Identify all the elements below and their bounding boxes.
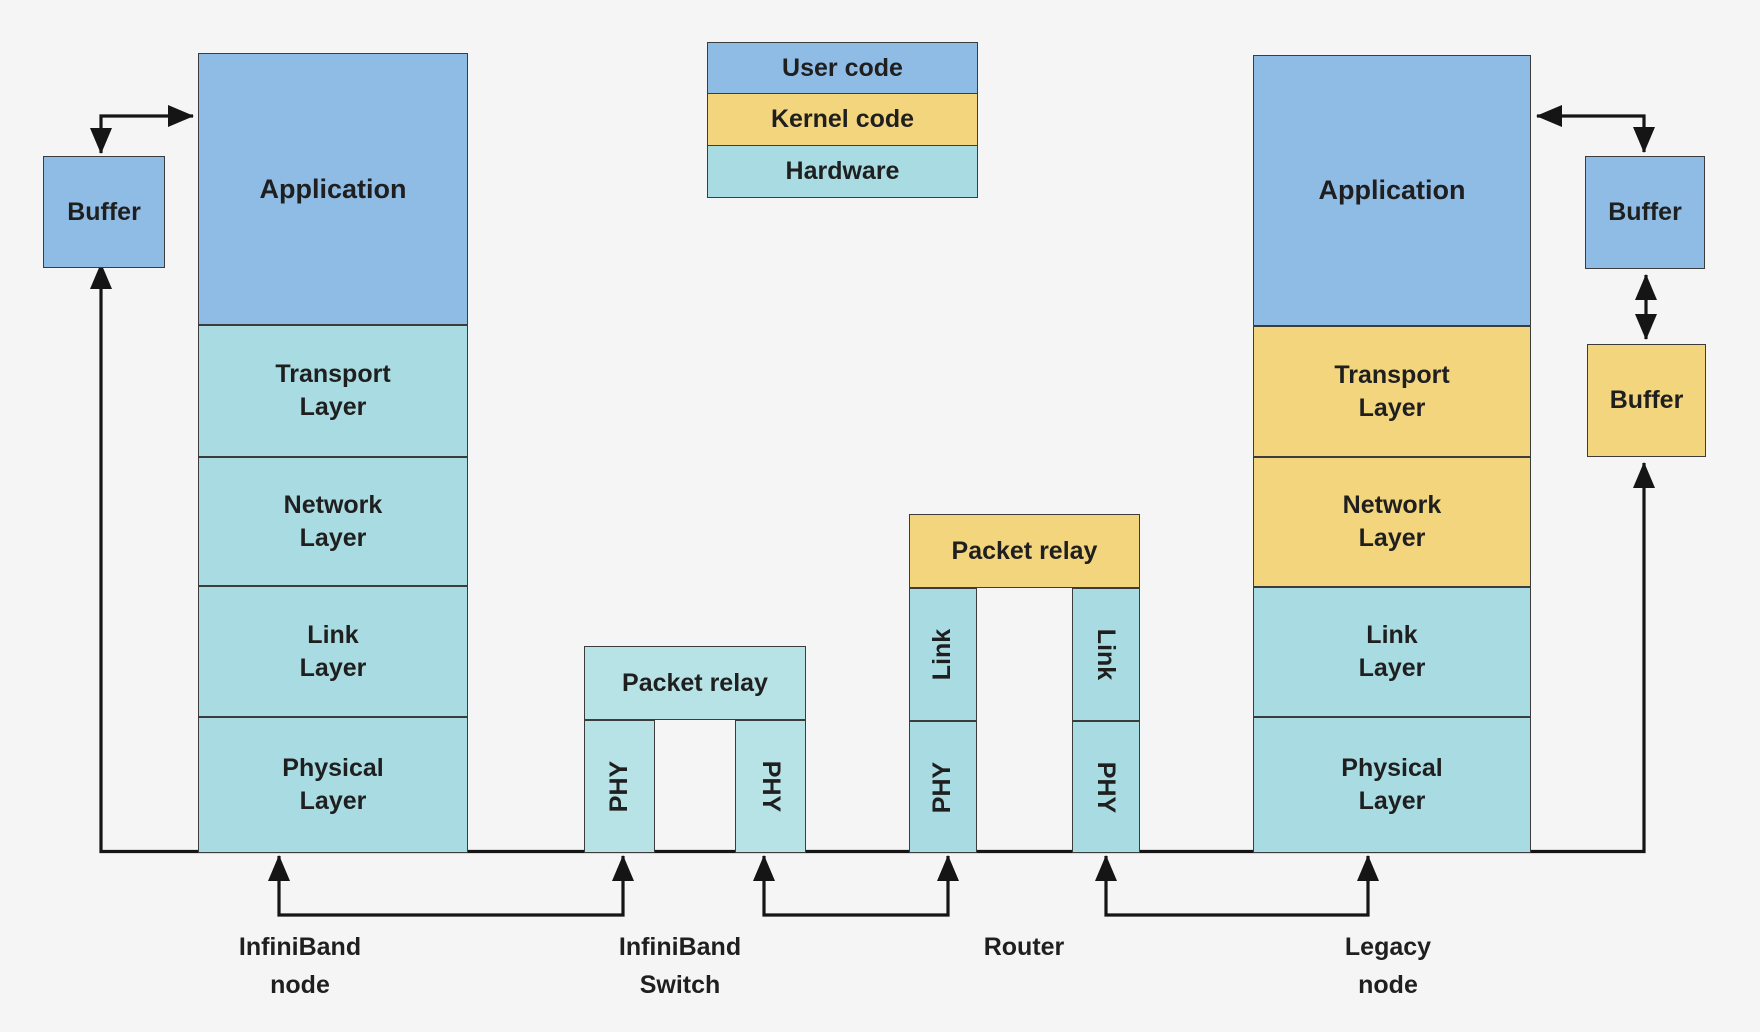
bracket-switch-to-router: [753, 855, 959, 917]
layer-label-line: Layer: [1358, 393, 1426, 422]
node-link-layer-box: Link Layer: [198, 586, 468, 717]
layer-label-line: Physical: [282, 754, 384, 782]
legend-kernel-code: Kernel code: [707, 94, 978, 146]
switch-phy-left-label: PHY: [605, 760, 633, 813]
router-link-right-box: Link: [1072, 588, 1140, 721]
node-network-layer-box: Network Layer: [198, 457, 468, 586]
router-phy-right-label: PHY: [1092, 761, 1121, 813]
layer-label-line: Network: [1342, 491, 1442, 519]
caption-router: Router: [894, 928, 1154, 966]
layer-label-line: Layer: [1358, 654, 1426, 682]
legacy-buffer-top-box: Buffer: [1585, 156, 1705, 269]
layer-label-line: Layer: [299, 393, 367, 421]
caption-line: Router: [983, 933, 1065, 961]
router-packet-relay-label: Packet relay: [951, 536, 1098, 565]
router-phy-right-box: PHY: [1072, 721, 1140, 853]
caption-line: Legacy: [1344, 933, 1432, 961]
layer-label-line: Layer: [299, 653, 367, 682]
switch-packet-relay-label: Packet relay: [622, 668, 768, 697]
caption-line: node: [1358, 971, 1418, 999]
layer-label-line: Link: [307, 620, 359, 649]
legacy-network-layer-box: Network Layer: [1253, 457, 1531, 587]
bracket-router-to-legacy: [1095, 855, 1379, 917]
legend-hardware: Hardware: [707, 146, 978, 198]
caption-line: InfiniBand: [618, 933, 742, 961]
layer-label-line: Physical: [1341, 754, 1443, 782]
legend-user-code: User code: [707, 42, 978, 94]
switch-phy-left-box: PHY: [584, 720, 655, 853]
legacy-application-box: Application: [1253, 55, 1531, 326]
caption-line: node: [270, 971, 330, 999]
left-buffer-label: Buffer: [67, 197, 141, 226]
caption-line: Switch: [639, 971, 721, 999]
node-physical-layer-box: Physical Layer: [198, 717, 468, 853]
legacy-application-label: Application: [1318, 175, 1466, 205]
caption-line: InfiniBand: [238, 933, 362, 961]
layer-label-line: Layer: [299, 523, 367, 552]
layer-label-line: Link: [1366, 621, 1418, 649]
legacy-buffer-bottom-label: Buffer: [1609, 386, 1684, 414]
arrow-right-application-buffer: [1536, 105, 1655, 153]
bracket-node-to-switch: [268, 855, 634, 917]
legacy-physical-layer-box: Physical Layer: [1253, 717, 1531, 853]
node-application-label: Application: [259, 173, 407, 204]
router-phy-left-label: PHY: [928, 761, 957, 813]
arrow-left-buffer-application: [90, 105, 194, 154]
caption-infiniband-switch: InfiniBand Switch: [550, 928, 810, 1004]
layer-label-line: Transport: [1334, 360, 1450, 389]
legend: User code Kernel code Hardware: [707, 42, 978, 198]
left-buffer-box: Buffer: [43, 156, 165, 268]
node-application-box: Application: [198, 53, 468, 325]
layer-label-line: Layer: [299, 787, 367, 815]
switch-phy-right-box: PHY: [735, 720, 806, 853]
switch-packet-relay-box: Packet relay: [584, 646, 806, 720]
router-link-left-label: Link: [928, 628, 957, 681]
switch-phy-right-label: PHY: [757, 760, 785, 813]
layer-label-line: Network: [283, 490, 383, 519]
router-phy-left-box: PHY: [909, 721, 977, 853]
layer-label-line: Layer: [1358, 787, 1426, 815]
node-transport-layer-box: Transport Layer: [198, 325, 468, 457]
caption-legacy-node: Legacy node: [1258, 928, 1518, 1004]
legacy-buffer-top-label: Buffer: [1608, 198, 1682, 226]
caption-infiniband-node: InfiniBand node: [170, 928, 430, 1004]
layer-label-line: Layer: [1358, 524, 1426, 552]
router-packet-relay-box: Packet relay: [909, 514, 1140, 588]
legacy-buffer-bottom-box: Buffer: [1587, 344, 1706, 457]
router-link-left-box: Link: [909, 588, 977, 721]
legacy-link-layer-box: Link Layer: [1253, 587, 1531, 717]
router-link-right-label: Link: [1092, 628, 1121, 681]
layer-label-line: Transport: [275, 360, 391, 388]
legacy-transport-layer-box: Transport Layer: [1253, 326, 1531, 457]
